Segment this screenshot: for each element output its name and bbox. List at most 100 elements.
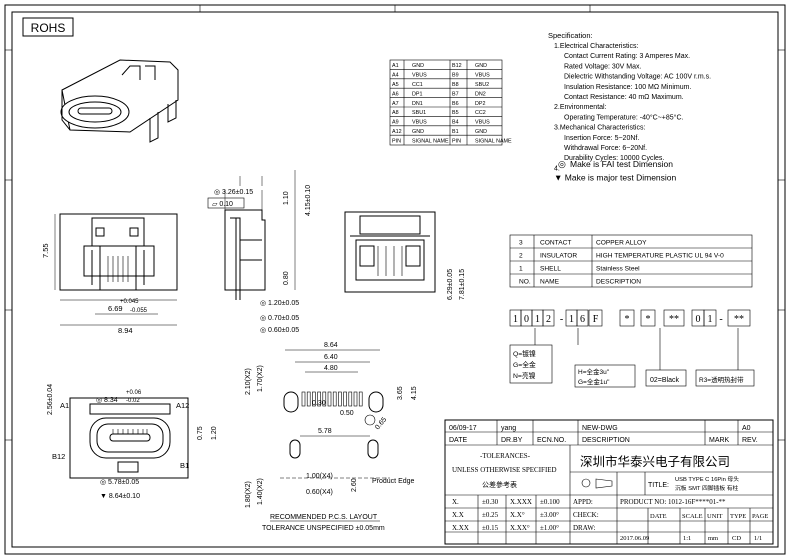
title-value: 沉板 SMT 四脚插板 有柱 bbox=[675, 484, 739, 492]
plating-option: Q=镀镍 bbox=[513, 349, 536, 358]
pin-table-cell: PIN bbox=[392, 138, 401, 144]
recommended-layout: RECOMMENDED P.C.S. LAYOUT bbox=[270, 514, 378, 521]
spec-line: 1.Electrical Characteristics: bbox=[554, 43, 638, 50]
dim-578: ◎ 5.78±0.05 bbox=[100, 479, 139, 486]
part-number-char: ** bbox=[734, 314, 744, 325]
pin-table-cell: GND bbox=[412, 129, 424, 135]
revision-cell: yang bbox=[501, 425, 516, 432]
pin-table-cell: SIGNAL NAME bbox=[475, 138, 512, 144]
pin-table-cell: GND bbox=[475, 63, 487, 69]
revision-header: REV. bbox=[742, 437, 758, 444]
material-table-cell: HIGH TEMPERATURE PLASTIC UL 94 V-0 bbox=[596, 253, 724, 260]
lay-050: 0.50 bbox=[340, 410, 354, 417]
tolerance-cell: X.X° bbox=[510, 511, 525, 519]
part-number-char: 0 bbox=[696, 314, 701, 325]
pin-table-cell: A12 bbox=[392, 129, 402, 135]
revision-header: ECN.NO. bbox=[537, 437, 566, 444]
revision-header: DESCRIPTION bbox=[582, 437, 630, 444]
lay-210: 2.10(X2) bbox=[245, 368, 252, 395]
footer-value: 2017.06.09 bbox=[620, 535, 649, 542]
dim-834-tol2: -0.02 bbox=[126, 398, 140, 404]
part-number-char: - bbox=[560, 314, 563, 325]
spec-line: Rated Voltage: 30V Max. bbox=[564, 63, 641, 70]
dim-110: 1.10 bbox=[283, 191, 290, 205]
footer-header: DATE bbox=[650, 513, 667, 520]
material-table-cell: SHELL bbox=[540, 266, 561, 273]
tolerance-cell: X. bbox=[452, 498, 459, 506]
tolerance-cell: X.XX° bbox=[510, 524, 530, 532]
dim-256: 2.56±0.04 bbox=[47, 384, 54, 415]
fai-symbol: ◎ bbox=[558, 159, 566, 169]
zone-ticks bbox=[5, 5, 785, 441]
revision-header: DATE bbox=[449, 437, 467, 444]
pcb-pad bbox=[343, 391, 347, 407]
pcb-pad bbox=[312, 391, 316, 407]
specification-block: Specification: 1.Electrical Characterist… bbox=[548, 31, 711, 183]
part-number-char: 0 bbox=[524, 314, 529, 325]
product-no: 1012-16F****01-** bbox=[668, 498, 726, 506]
pin-table-cell: CC2 bbox=[475, 110, 486, 116]
footer-value: 1/1 bbox=[754, 535, 762, 542]
dim-669: 6.69 bbox=[108, 304, 123, 313]
footer-value: CD bbox=[732, 535, 741, 542]
package-code: R3=透明热封带 bbox=[699, 375, 744, 384]
pcb-pad bbox=[358, 391, 363, 407]
material-table-cell: COPPER ALLOY bbox=[596, 240, 647, 247]
bottom-view bbox=[69, 397, 189, 479]
material-table-cell: INSULATOR bbox=[540, 253, 577, 260]
tolerance-cell: ±3.00° bbox=[540, 511, 559, 519]
spec-title: Specification: bbox=[548, 31, 593, 40]
footer-header: PAGE bbox=[752, 513, 768, 520]
pin-table-cell: VBUS bbox=[475, 120, 490, 126]
part-number-char: 2 bbox=[546, 314, 551, 325]
part-number-char: 1 bbox=[708, 314, 713, 325]
pin-table-cell: SBU2 bbox=[475, 82, 489, 88]
flatness-frame bbox=[207, 197, 245, 209]
revision-cell: A0 bbox=[742, 425, 751, 432]
pin-table-cell: DN1 bbox=[412, 101, 423, 107]
pin-table-cell: DP1 bbox=[412, 91, 423, 97]
material-table-cell: 3 bbox=[519, 240, 523, 247]
pin-table-cell: VBUS bbox=[412, 120, 427, 126]
part-number-char: ** bbox=[669, 314, 679, 325]
footer-header: TYPE bbox=[730, 513, 746, 520]
part-number-legend: Q=镀镍G=全金N=亮镍 H=全金3u"G=全金1u" 02=Black R3=… bbox=[509, 328, 755, 388]
pcb-pad bbox=[322, 391, 327, 407]
part-number-char: * bbox=[646, 314, 651, 325]
revision-cell: NEW-DWG bbox=[582, 425, 618, 432]
dim-326: ◎ 3.26±0.15 bbox=[214, 189, 253, 196]
material-table-cell: NAME bbox=[540, 279, 560, 286]
pin-table-cell: VBUS bbox=[412, 73, 427, 79]
material-table-cell: NO. bbox=[519, 279, 531, 286]
part-number-char: 1 bbox=[513, 314, 518, 325]
lay-260: 2.60 bbox=[351, 478, 358, 492]
plating-option: G=全金 bbox=[513, 360, 536, 369]
pin-table-cell: A4 bbox=[392, 73, 399, 79]
color-code: 02=Black bbox=[650, 377, 679, 384]
lay-365: 3.65 bbox=[397, 386, 404, 400]
lay-030: 0.30 bbox=[312, 400, 326, 407]
dim-080: 0.80 bbox=[283, 271, 290, 285]
pin-label-b1: B1 bbox=[180, 461, 189, 470]
dim-070-a: ◎ 0.70±0.05 bbox=[260, 315, 299, 322]
dim-415: 4.15±0.10 bbox=[305, 185, 312, 216]
spec-line: Contact Current Rating: 3 Amperes Max. bbox=[564, 53, 690, 60]
flatness-value: ▱ 0.10 bbox=[212, 201, 233, 208]
product-no-label: PRODUCT NO: bbox=[620, 498, 666, 506]
front-view bbox=[54, 213, 178, 301]
pcb-pad bbox=[353, 391, 358, 407]
pin-label-a1: A1 bbox=[60, 401, 69, 410]
gold-option: G=全金1u" bbox=[578, 377, 610, 386]
pin-table-cell: A7 bbox=[392, 101, 399, 107]
pin-table-cell: A1 bbox=[392, 63, 399, 69]
pin-label-b12: B12 bbox=[52, 452, 65, 461]
title-label: TITLE: bbox=[648, 482, 669, 489]
pin-table-cell: GND bbox=[412, 63, 424, 69]
spec-line: Dielectric Withstanding Voltage: AC 100V… bbox=[564, 74, 711, 81]
pin-table-cell: A5 bbox=[392, 82, 399, 88]
pin-table-cell: A6 bbox=[392, 91, 399, 97]
part-number-char: F bbox=[593, 314, 599, 325]
dim-060-a: ◎ 0.60±0.05 bbox=[260, 327, 299, 334]
